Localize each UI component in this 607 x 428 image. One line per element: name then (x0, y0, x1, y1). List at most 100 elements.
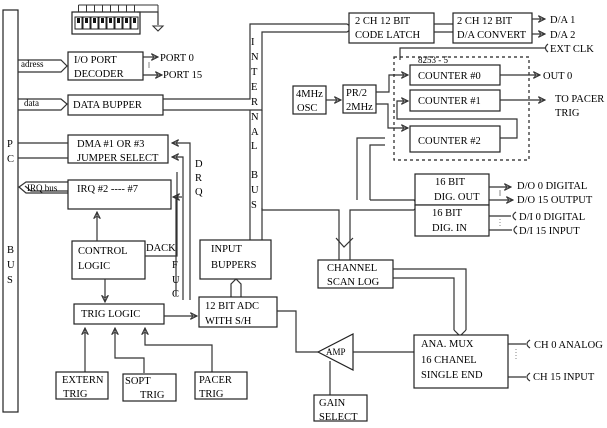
data-buffer-label: DATA BUPPER (73, 100, 142, 111)
internal-bus-letter: L (251, 141, 257, 152)
adc-label: 12 BIT ADC (205, 301, 259, 312)
io-port-decoder: I/O PORT DECODER (67, 51, 144, 81)
dip-switch-lever (125, 18, 128, 23)
bus-to-channel-scan-left (261, 208, 340, 238)
internal-bus-letter: B (251, 170, 258, 181)
pc-bus-letter: C (7, 154, 14, 165)
pacer-trig-label: TRIG (199, 389, 224, 400)
pc-bus-letter: B (7, 245, 14, 256)
internal-bus-letter: T (251, 67, 258, 78)
prescaler-to-counter0 (376, 75, 408, 93)
di15-arrow (513, 225, 518, 235)
internal-bus-letter: N (251, 52, 259, 63)
di0-arrow (512, 211, 517, 221)
prescaler: PR/2 2MHz (342, 84, 377, 114)
dig-out-label: DIG. OUT (434, 192, 480, 203)
adc: 12 BIT ADC WITH S/H (198, 296, 278, 328)
counter1-label: COUNTER #1 (418, 96, 481, 107)
to-pacer-label: TRIG (555, 108, 580, 119)
pc-bus-letter: P (7, 139, 13, 150)
dip-switch-lever (77, 18, 80, 23)
channel-scan-label: SCAN LOG (327, 277, 380, 288)
bus-to-dig-io-lower (349, 209, 414, 238)
osc-label: OSC (297, 103, 317, 114)
gain-select-label: SELECT (319, 412, 358, 423)
internal-bus-letter: S (251, 200, 257, 211)
data-label: data (24, 98, 39, 108)
scan-to-mux-left (393, 277, 455, 330)
irq-label: IRQ #2 ---- #7 (77, 184, 138, 195)
dig-in-label: 16 BIT (432, 208, 463, 219)
counter0-label: COUNTER #0 (418, 71, 481, 82)
da1-label: D/A 1 (550, 15, 575, 26)
extern-trig-label: EXTERN (62, 375, 104, 386)
ch0-arrow (526, 339, 531, 349)
fuc-letter: F (172, 260, 178, 271)
bus-to-counter2-upper (356, 137, 385, 200)
trig-logic: TRIG LOGIC (73, 303, 165, 325)
gain-select-label: GAIN (319, 398, 346, 409)
do0-label: D/O 0 DIGITAL (517, 181, 587, 192)
mux-label: 16 CHANEL (421, 355, 477, 366)
bus-to-counter2-lower (369, 144, 385, 200)
drq-letter: R (195, 173, 202, 184)
counter2-to-counter1 (396, 101, 518, 139)
pc-bus: P C B U S (2, 9, 19, 413)
address-bus: adress (18, 59, 68, 73)
adc-to-input-buffers (230, 278, 242, 297)
irq-block: IRQ #2 ---- #7 (67, 179, 172, 210)
pc-bus-letter: S (7, 275, 13, 286)
ext-clk-label: EXT CLK (550, 44, 594, 55)
dma-select-label: JUMPER SELECT (77, 153, 159, 164)
dip-switch-lever (117, 18, 120, 23)
irq-bus (24, 185, 68, 192)
soft-to-trig (115, 328, 145, 373)
code-latch: 2 CH 12 BIT CODE LATCH (348, 12, 435, 44)
channel-scan-label: CHANNEL (327, 263, 377, 274)
port15-label: PORT 15 (163, 70, 202, 81)
dack-line (145, 172, 178, 257)
pacer-trig-label: PACER (199, 375, 232, 386)
scan-to-mux-right (393, 268, 467, 330)
dma-select: DMA #1 OR #3 JUMPER SELECT (67, 134, 169, 164)
internal-bus-label: I N T E R N A L B U S (251, 37, 259, 211)
fuc-letter: C (172, 289, 179, 300)
drq-line-1 (172, 143, 191, 300)
dip-switch (71, 4, 165, 35)
counter-chip-region (393, 56, 530, 161)
io-port-decoder-label: DECODER (74, 69, 124, 80)
mux-label: ANA. MUX (421, 339, 474, 350)
ground-icon (151, 25, 165, 32)
data-bus: data (18, 98, 68, 111)
drq-letter: D (195, 159, 203, 170)
pacer-to-trig (145, 328, 213, 372)
out0-label: OUT 0 (543, 71, 572, 82)
counter1: COUNTER #1 (409, 89, 501, 112)
fuc-letter: U (172, 275, 180, 286)
amplifier: AMP (316, 333, 354, 371)
code-latch-label: 2 CH 12 BIT (355, 16, 411, 27)
pc-bus-to-dma (18, 142, 68, 159)
dip-switch-lever (93, 18, 96, 23)
to-pacer-label: TO PACER (555, 94, 604, 105)
soft-trig-label: TRIG (140, 390, 165, 401)
input-buffers: INPUT BUPPERS (199, 239, 272, 280)
code-latch-label: CODE LATCH (355, 30, 420, 41)
di0-label: D/I 0 DIGITAL (519, 212, 585, 223)
soft-trig: SOPT TRIG (122, 373, 177, 402)
gain-select: GAIN SELECT (313, 394, 368, 423)
extern-trig: EXTERN TRIG (55, 371, 109, 400)
ch0-label: CH 0 ANALOG (534, 340, 603, 351)
ch15-label: CH 15 INPUT (533, 372, 595, 383)
dma-select-label: DMA #1 OR #3 (77, 139, 144, 150)
counter2-label: COUNTER #2 (418, 136, 481, 147)
counter-chip-label: 8253 - 5 (418, 55, 448, 65)
prescaler-label: 2MHz (346, 102, 373, 113)
da-convert-label: 2 CH 12 BIT (457, 16, 513, 27)
internal-bus-letter: I (251, 37, 255, 48)
adc-to-amp (277, 310, 318, 353)
control-logic-label: LOGIC (78, 261, 110, 272)
irq-bus-arrow (18, 181, 68, 194)
da-convert: 2 CH 12 BIT D/A CONVERT (452, 12, 533, 44)
digital-output: 16 BIT DIG. OUT (414, 173, 490, 206)
